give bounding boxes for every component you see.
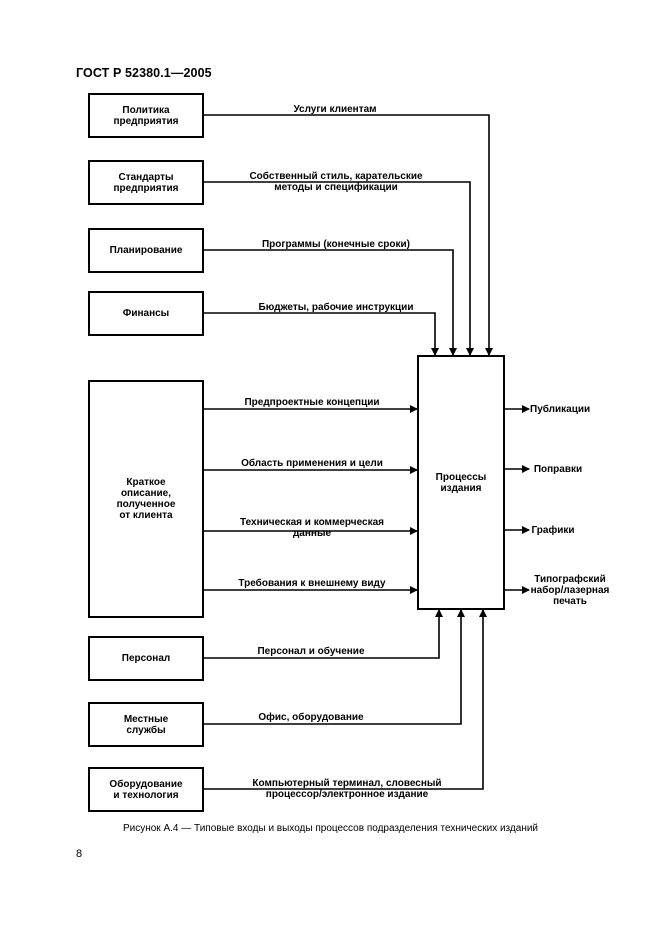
box-planning-text: Планирование [109,245,183,256]
label-local: Офис, оборудование [258,712,364,723]
connector-planning [204,249,457,356]
box-planning: Планирование [88,228,204,273]
label-standards: Собственный стиль, карательские методы и… [249,171,423,193]
box-equipment-text: Оборудование и технология [109,778,183,801]
box-staff: Персонал [88,636,204,681]
connector-local [204,609,465,725]
box-local-services: Местные службы [88,702,204,747]
output-publications: Публикации [530,404,591,415]
connector-equipment [204,609,487,790]
label-input4: Требования к внешнему виду [238,578,386,589]
box-equipment: Оборудование и технология [88,767,204,812]
page-header: ГОСТ Р 52380.1—2005 [76,66,212,80]
box-finance-text: Финансы [122,308,170,319]
output-typesetting: Типографский набор/лазерная печать [530,574,610,607]
box-policy-text: Политика предприятия [113,104,179,127]
box-process-text: Процессы издания [435,471,487,494]
label-staff: Персонал и обучение [257,646,365,657]
box-finance: Финансы [88,291,204,336]
connector-finance [204,312,439,356]
box-policy: Политика предприятия [88,93,204,138]
figure-caption: Рисунок А.4 — Типовые входы и выходы про… [122,823,539,834]
output-schedules: Графики [531,525,575,536]
label-planning: Программы (конечные сроки) [261,239,410,250]
box-standards-text: Стандарты предприятия [113,171,179,194]
box-local-services-text: Местные службы [123,713,169,736]
label-input2: Область применения и цели [241,458,383,469]
label-finance: Бюджеты, рабочие инструкции [258,302,414,313]
label-input3: Техническая и коммерческая данные [240,517,384,539]
box-standards: Стандарты предприятия [88,160,204,205]
box-process: Процессы издания [417,355,505,610]
connector-staff [204,609,443,659]
box-brief-text: Краткое описание, полученное от клиента [116,477,176,521]
connector-standards [204,181,474,356]
label-policy: Услуги клиентам [293,104,377,115]
box-brief: Краткое описание, полученное от клиента [88,380,204,618]
label-input1: Предпроектные концепции [244,397,380,408]
page-number: 8 [76,848,83,860]
label-equipment: Компьютерный терминал, словесный процесс… [252,778,442,800]
connector-policy [204,114,493,356]
output-amendments: Поправки [533,464,583,475]
box-staff-text: Персонал [121,653,171,664]
